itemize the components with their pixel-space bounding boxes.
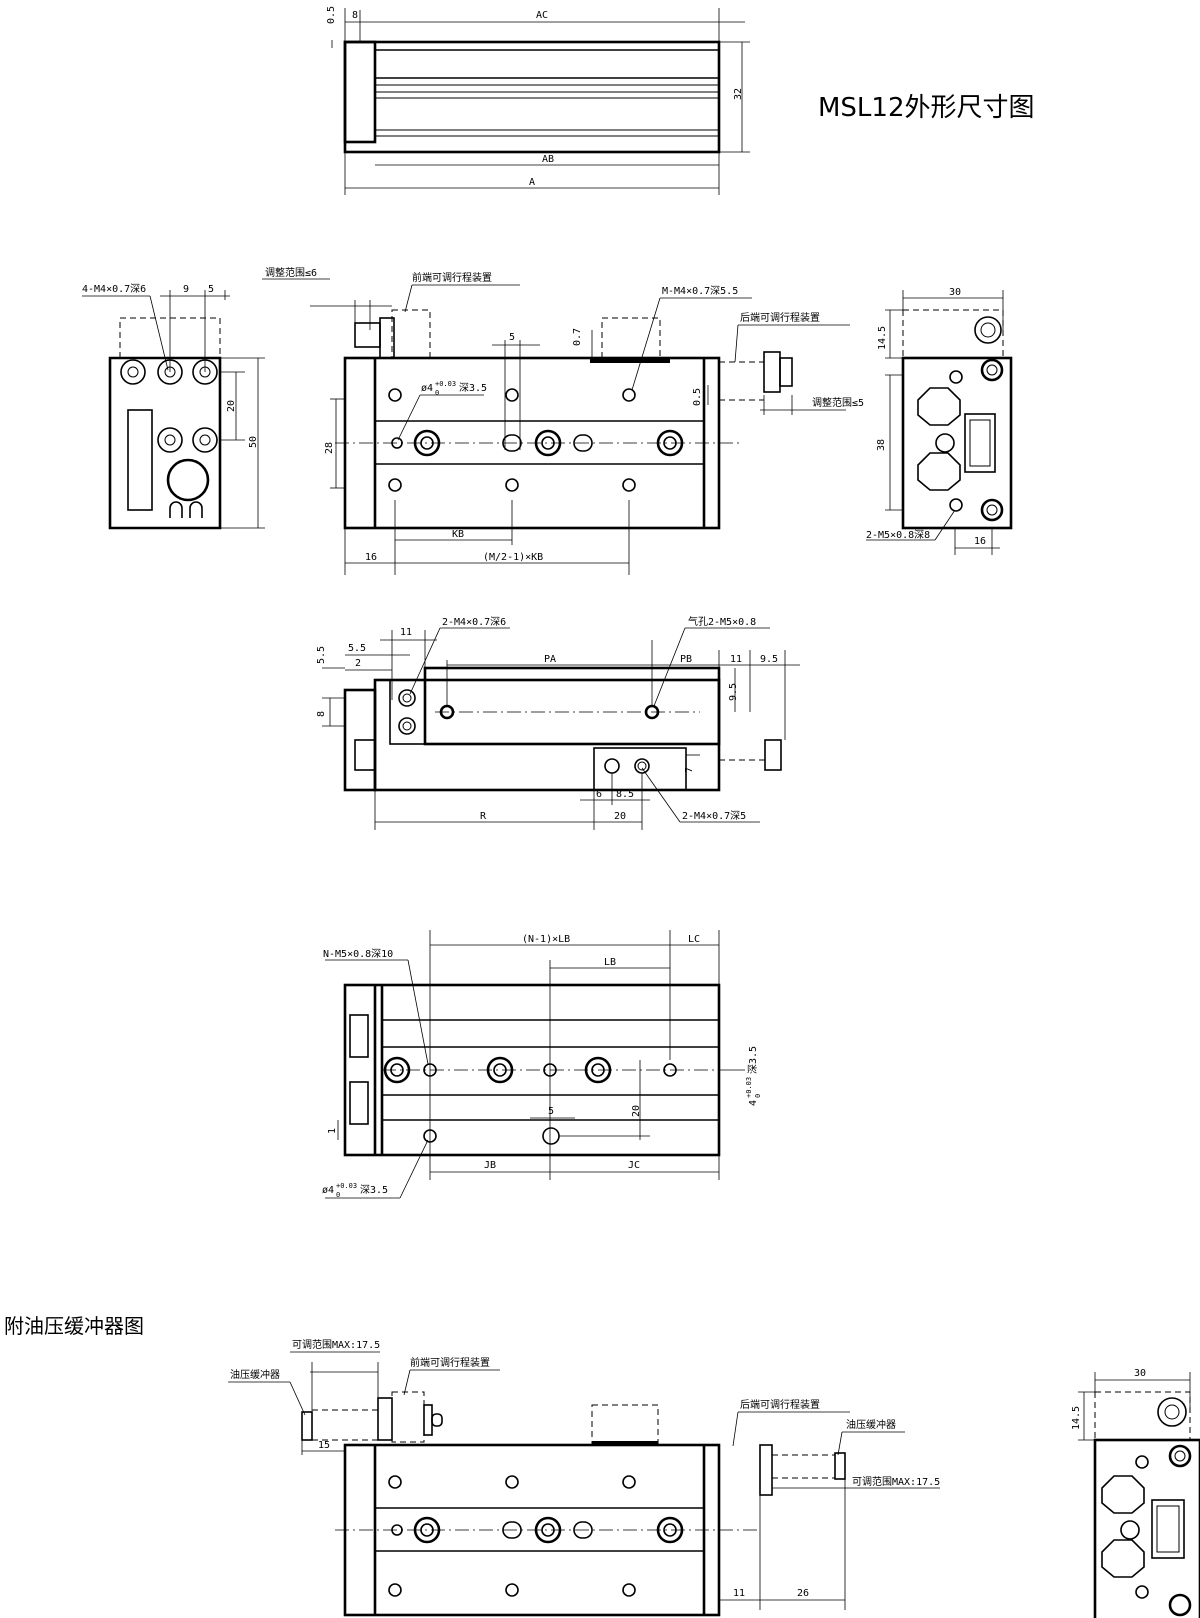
thread-callout: N-M5×0.8深10 xyxy=(323,948,393,960)
dim-label: AB xyxy=(542,154,554,165)
tolerance-upper: +0.03 xyxy=(336,1182,357,1190)
front-stroke-label: 前端可调行程装置 xyxy=(410,1356,490,1369)
dim-label: 11 xyxy=(730,654,742,665)
dim-label: 6 xyxy=(596,789,602,800)
pin-hole-callout: ø4 +0.03 0 深3.5 xyxy=(421,380,487,397)
dim-label: 5 xyxy=(208,284,214,295)
damper-label: 油压缓冲器 xyxy=(230,1368,280,1381)
top-view: 0.5 8 AC 32 AB A xyxy=(326,6,750,195)
dim-label: 5 xyxy=(509,332,515,343)
dim-label: 0.5 xyxy=(326,6,337,24)
dim-label: 16 xyxy=(974,536,986,547)
dim-label: 15 xyxy=(318,1440,330,1451)
pin-hole-depth: 深3.5 xyxy=(459,382,487,394)
dim-label: 26 xyxy=(797,1588,809,1599)
dim-label: 30 xyxy=(949,287,961,298)
thread-callout: 2-M4×0.7深6 xyxy=(442,616,506,628)
tolerance-lower: 0 xyxy=(336,1191,340,1199)
dim-label: R xyxy=(480,811,487,822)
range-label: 可调范围MAX:17.5 xyxy=(852,1475,940,1488)
dim-label: 5.5 xyxy=(348,643,366,654)
dim-label: PA xyxy=(544,654,556,665)
dim-label: 0.5 xyxy=(692,388,703,406)
rear-stroke-label: 后端可调行程装置 xyxy=(740,1398,820,1411)
tolerance-upper: +0.03 xyxy=(745,1077,753,1098)
dim-label: KB xyxy=(452,529,464,540)
dim-label: 50 xyxy=(248,436,259,448)
pin-hole-callout-right: 4 +0.03 0 深3.5 xyxy=(745,1046,762,1106)
thread-callout: 2-M4×0.7深5 xyxy=(682,810,746,822)
dim-label: 8.5 xyxy=(616,789,634,800)
pin-hole-size: ø4 xyxy=(421,383,433,394)
dim-label: 1 xyxy=(327,1128,338,1134)
dim-label: 20 xyxy=(614,811,626,822)
pin-hole-depth: 深3.5 xyxy=(360,1184,388,1196)
pin-hole-callout: ø4 +0.03 0 深3.5 xyxy=(322,1182,388,1199)
dim-label: 16 xyxy=(365,552,377,563)
thread-callout: 4-M4×0.7深6 xyxy=(82,283,146,295)
dim-label: (N-1)×LB xyxy=(522,934,570,945)
tolerance-lower: 0 xyxy=(435,389,439,397)
dim-label: 5 xyxy=(548,1106,554,1117)
damper-label: 油压缓冲器 xyxy=(846,1418,896,1431)
rear-stroke-label: 后端可调行程装置 xyxy=(740,311,820,324)
right-end-view: 30 14.5 38 2-M5×0.8深8 16 xyxy=(866,287,1013,555)
dim-label: AC xyxy=(536,10,548,21)
drawing-title: MSL12外形尺寸图 xyxy=(818,93,1035,123)
mount-holes xyxy=(388,388,684,492)
range-label: 可调范围MAX:17.5 xyxy=(292,1338,380,1351)
bottom-view: (N-1)×LB LC N-M5×0.8深10 LB 4 +0.03 0 深3.… xyxy=(322,930,762,1199)
thread-callout: 2-M5×0.8深8 xyxy=(866,529,930,541)
side-view: 5.5 11 2-M4×0.7深6 气孔2-M5×0.8 5.5 2 PA PB… xyxy=(316,615,800,830)
tolerance-lower: 0 xyxy=(754,1094,762,1098)
dim-label: 9.5 xyxy=(728,683,739,701)
dim-label: 11 xyxy=(733,1588,745,1599)
dim-label: 2 xyxy=(355,658,361,669)
damper-section-title: 附油压缓冲器图 xyxy=(4,1314,144,1338)
dim-label: 32 xyxy=(733,88,744,100)
front-view: 调整范围≤6 前端可调行程装置 M-M4×0.7深5.5 后端可调行程装置 5 … xyxy=(262,266,864,575)
dim-label: 14.5 xyxy=(1071,1406,1082,1430)
front-stroke-label: 前端可调行程装置 xyxy=(412,271,492,284)
air-port-callout: 气孔2-M5×0.8 xyxy=(688,615,756,628)
dim-label: A xyxy=(529,177,535,188)
dim-label: (M/2-1)×KB xyxy=(483,552,543,563)
pin-hole-depth: 深3.5 xyxy=(747,1046,759,1074)
dim-label: 20 xyxy=(631,1105,642,1117)
dim-label: 8 xyxy=(316,711,327,717)
dim-label: 11 xyxy=(400,627,412,638)
adjust-range-label: 调整范围≤5 xyxy=(812,396,864,409)
dim-label: 30 xyxy=(1134,1368,1146,1379)
damper-front-view: 可调范围MAX:17.5 前端可调行程装置 油压缓冲器 15 后端可调行程装置 … xyxy=(228,1338,940,1617)
dim-label: LB xyxy=(604,957,616,968)
dim-label: LC xyxy=(688,934,700,945)
dim-label: 0.7 xyxy=(572,328,583,346)
dim-label: 9.5 xyxy=(760,654,778,665)
dim-label: 5.5 xyxy=(316,646,327,664)
dim-label: 8 xyxy=(352,10,358,21)
dim-label: 28 xyxy=(324,442,335,454)
thread-callout: M-M4×0.7深5.5 xyxy=(662,285,738,297)
dim-label: PB xyxy=(680,654,692,665)
dim-label: 14.5 xyxy=(877,326,888,350)
pin-hole-size: 4 xyxy=(748,1100,759,1106)
dim-label: 7 xyxy=(684,767,695,773)
dim-label: 20 xyxy=(226,400,237,412)
dim-label: JC xyxy=(628,1160,640,1171)
left-end-view: 4-M4×0.7深6 9 5 20 50 xyxy=(82,283,265,530)
damper-end-view: 30 14.5 xyxy=(1071,1368,1200,1618)
pin-hole-size: ø4 xyxy=(322,1185,334,1196)
dim-label: 38 xyxy=(876,439,887,451)
dim-label: 9 xyxy=(183,284,189,295)
dim-label: JB xyxy=(484,1160,496,1171)
adjust-range-label: 调整范围≤6 xyxy=(265,266,317,279)
tolerance-upper: +0.03 xyxy=(435,380,456,388)
